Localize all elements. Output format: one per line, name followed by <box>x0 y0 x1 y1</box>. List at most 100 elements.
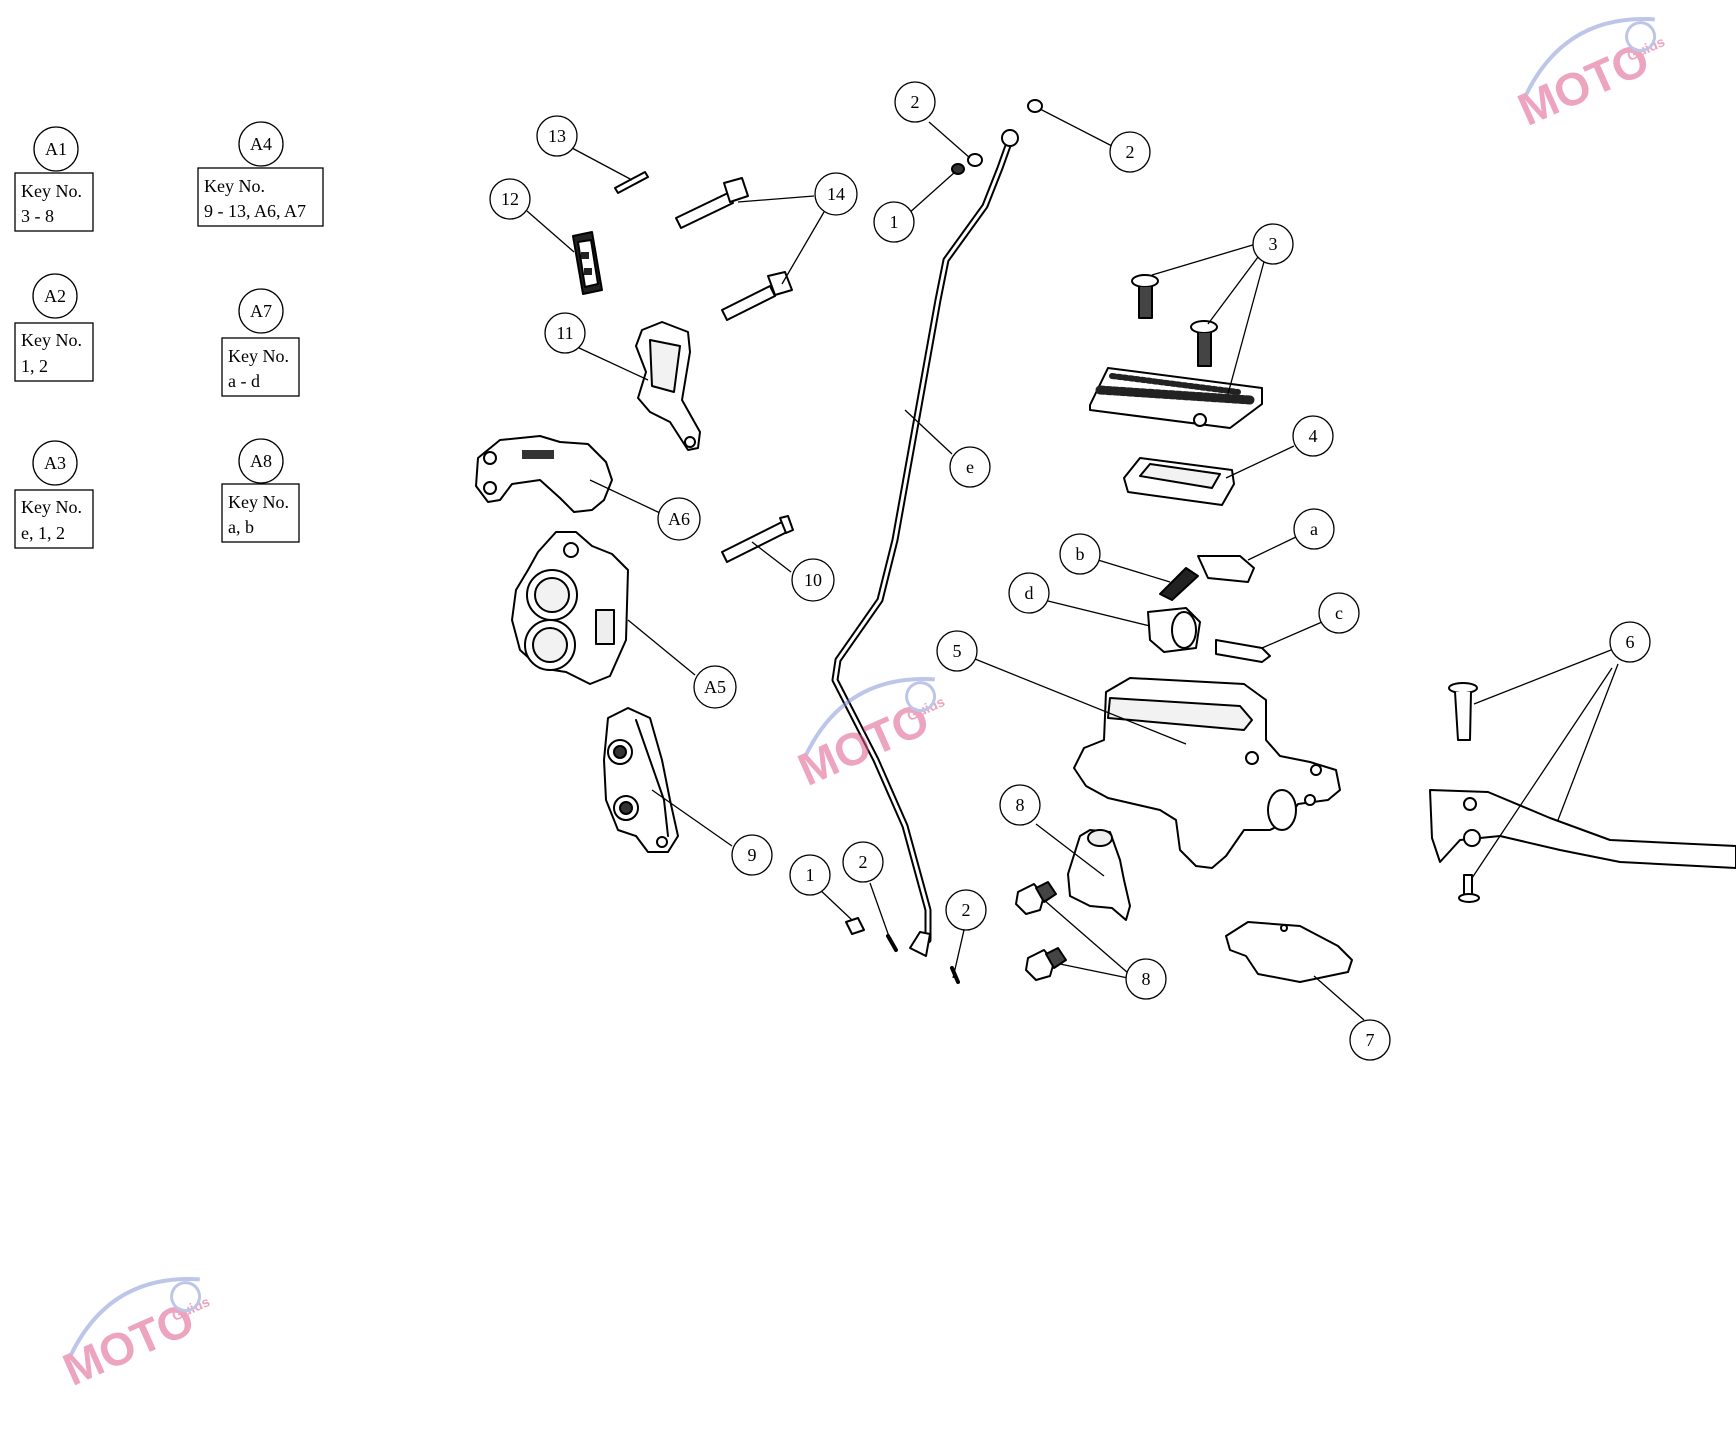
callout-2-bottom-a: 2 <box>842 841 884 883</box>
svg-text:1: 1 <box>890 212 899 232</box>
svg-text:2: 2 <box>911 92 920 112</box>
callout-e: e <box>949 446 991 488</box>
svg-text:d: d <box>1025 583 1034 603</box>
part-13-pin <box>614 171 649 194</box>
svg-text:2: 2 <box>859 852 868 872</box>
part-14-bolts <box>675 177 793 321</box>
callout-a6: A6 <box>657 497 701 541</box>
svg-text:10: 10 <box>804 570 822 590</box>
legend-a2: A2 Key No. 1, 2 <box>14 273 94 382</box>
svg-text:A5: A5 <box>704 677 726 697</box>
part-c-pin <box>1215 639 1271 663</box>
part-7-switch <box>1225 921 1353 983</box>
svg-text:3: 3 <box>1269 234 1278 254</box>
callout-2-top-left: 2 <box>894 81 936 123</box>
watermark-middle: MOTO Guids <box>790 676 947 796</box>
legend-a8: A8 Key No. a, b <box>221 438 300 543</box>
part-d-boot <box>1147 607 1201 653</box>
parts <box>475 99 1736 984</box>
legend-a7-id: A7 <box>250 301 272 321</box>
part-6-pivot-bolt <box>1448 682 1478 741</box>
part-a-piston <box>1197 555 1255 583</box>
legend-a4: A4 Key No. 9 - 13, A6, A7 <box>197 121 324 227</box>
part-a5-caliper <box>511 531 629 685</box>
part-10-pin <box>721 515 794 563</box>
part-3-screws <box>1131 274 1218 367</box>
part-2-washer-bottom-b <box>950 966 960 984</box>
legend-a3-id: A3 <box>44 453 66 473</box>
svg-text:5: 5 <box>953 641 962 661</box>
legend-a2-id: A2 <box>44 286 66 306</box>
part-8-bolts <box>1015 881 1067 981</box>
svg-text:8: 8 <box>1142 969 1151 989</box>
legend-a3: A3 Key No. e, 1, 2 <box>14 440 94 549</box>
callout-a: a <box>1293 508 1335 550</box>
svg-text:7: 7 <box>1366 1030 1375 1050</box>
watermark-swoosh-icon <box>68 1276 200 1358</box>
leader-lines <box>526 108 1619 1021</box>
part-a6-bracket <box>475 435 613 513</box>
part-9-pad-pair <box>603 707 679 853</box>
svg-text:1: 1 <box>806 865 815 885</box>
legend-a1-line1: Key No. <box>21 181 82 201</box>
legend-a2-line1: Key No. <box>21 330 82 350</box>
callout-8-clamp: 8 <box>999 784 1041 826</box>
svg-text:12: 12 <box>501 189 519 209</box>
callout-1-bottom: 1 <box>789 854 831 896</box>
watermark-swoosh-icon <box>1523 16 1655 98</box>
part-8-clamp <box>1067 829 1131 921</box>
legend-a8-line2: a, b <box>228 517 254 537</box>
callout-c: c <box>1318 592 1360 634</box>
svg-text:2: 2 <box>1126 142 1135 162</box>
legend-a1-line2: 3 - 8 <box>21 206 54 226</box>
part-3-reservoir-cap <box>1089 367 1263 429</box>
callout-b: b <box>1059 533 1101 575</box>
callout-9: 9 <box>731 834 773 876</box>
callout-2-bottom-b: 2 <box>945 889 987 931</box>
svg-text:A6: A6 <box>668 509 690 529</box>
svg-text:c: c <box>1335 603 1343 623</box>
part-e-brake-pipe <box>831 129 1019 957</box>
legend-a7: A7 Key No. a - d <box>221 288 300 397</box>
watermark-swoosh-icon <box>803 676 935 758</box>
callout-4: 4 <box>1292 415 1334 457</box>
legend-a8-id: A8 <box>250 451 272 471</box>
callout-5: 5 <box>936 630 978 672</box>
callout-2-top-right: 2 <box>1109 131 1151 173</box>
part-4-gasket <box>1123 457 1235 506</box>
part-11-brake-pad <box>635 321 701 451</box>
callout-3: 3 <box>1252 223 1294 265</box>
legend-a1: A1 Key No. 3 - 8 <box>14 126 94 232</box>
callout-13: 13 <box>536 115 578 157</box>
svg-text:a: a <box>1310 519 1318 539</box>
part-1-banjo-top <box>951 163 965 175</box>
svg-text:b: b <box>1076 544 1085 564</box>
callout-d: d <box>1008 572 1050 614</box>
svg-text:9: 9 <box>748 845 757 865</box>
watermark-gear-icon <box>905 681 937 713</box>
legend-a7-line2: a - d <box>228 371 260 391</box>
svg-text:e: e <box>966 457 974 477</box>
part-b-spring <box>1159 567 1199 601</box>
legend-a7-line1: Key No. <box>228 346 289 366</box>
legend-a4-line1: Key No. <box>204 176 265 196</box>
watermark-bottom-left: MOTO Guids <box>55 1276 212 1396</box>
part-6-lever <box>1429 789 1736 869</box>
svg-text:11: 11 <box>556 323 573 343</box>
watermark-gear-icon <box>1625 21 1657 53</box>
callout-14: 14 <box>814 172 858 216</box>
callout-11: 11 <box>544 312 586 354</box>
callout-7: 7 <box>1349 1019 1391 1061</box>
callouts: 13 12 14 11 A6 10 A5 9 2 1 2 e 1 2 2 3 4… <box>489 81 1651 1061</box>
svg-text:2: 2 <box>962 900 971 920</box>
legend: A1 Key No. 3 - 8 A2 Key No. 1, 2 A3 Key … <box>14 121 324 549</box>
svg-text:4: 4 <box>1309 426 1318 446</box>
legend-a3-line1: Key No. <box>21 497 82 517</box>
callout-12: 12 <box>489 178 531 220</box>
part-2-washer-top-b <box>1027 99 1043 113</box>
part-12-spring-clip <box>572 231 603 295</box>
svg-text:13: 13 <box>548 126 566 146</box>
watermark-top-right: MOTO Guids <box>1510 16 1667 136</box>
callout-8-bolts: 8 <box>1125 958 1167 1000</box>
